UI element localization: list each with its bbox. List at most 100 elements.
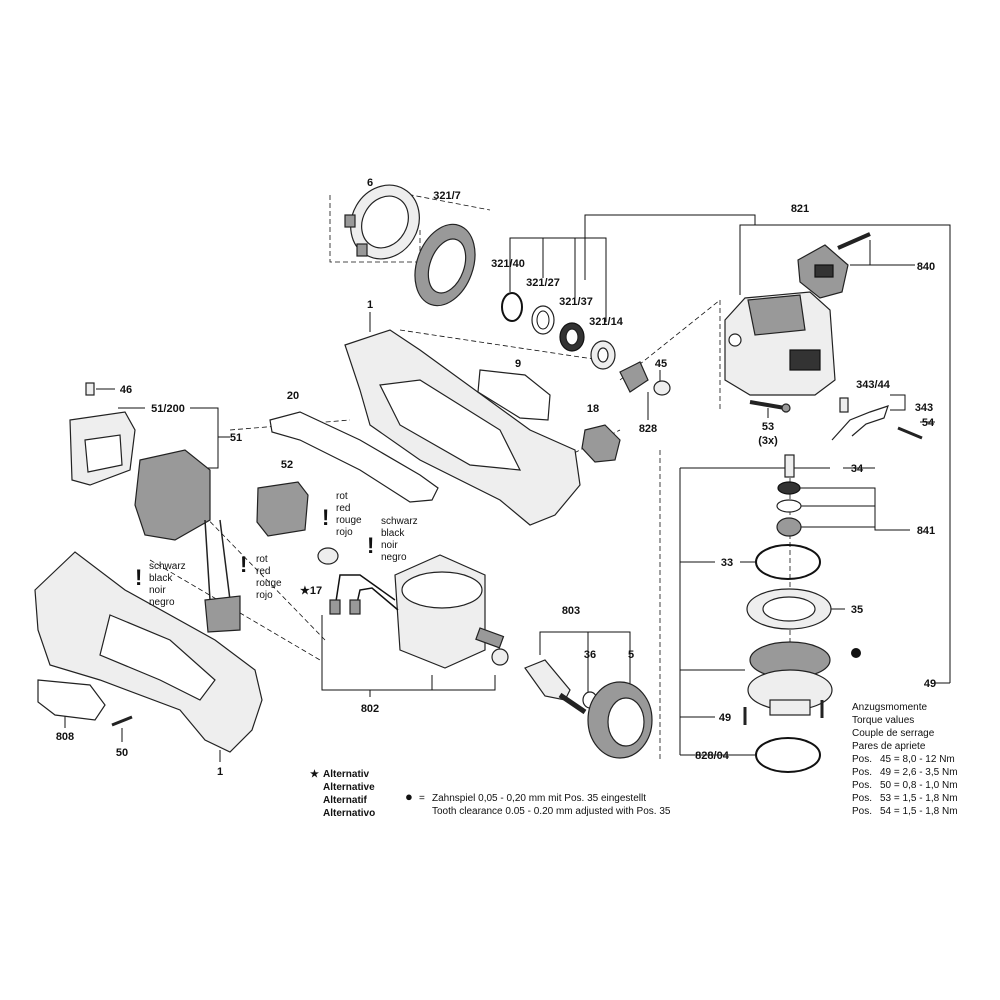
warning-exclamation-icon: !: [322, 505, 329, 530]
label-part-49-left: 49: [719, 712, 731, 724]
part-17-motor: [329, 554, 505, 669]
part-52-block: [256, 481, 309, 537]
label-part-802: 802: [361, 703, 379, 715]
part-50-screw: [111, 715, 133, 727]
part-51-switch-module: [134, 449, 241, 633]
alternative-text: Alternative: [323, 782, 375, 793]
label-part-321-27: 321/27: [526, 277, 560, 289]
torque-row-value: 49 = 2,6 - 3,5 Nm: [880, 767, 958, 778]
label-part-17: ★17: [300, 585, 322, 597]
label-part-821: 821: [791, 203, 809, 215]
label-part-35: 35: [851, 604, 863, 616]
part-45-nut: [653, 380, 671, 396]
wire-color-callout-red-1: ! rot red rouge rojo: [322, 491, 362, 538]
label-part-53-qty: (3x): [758, 435, 778, 447]
label-part-828-04: 828/04: [695, 750, 730, 762]
wire-color-text: schwarz: [149, 561, 186, 572]
part-840-lock-button: [797, 232, 871, 299]
wire-color-text: rojo: [336, 527, 353, 538]
wire-color-text: black: [381, 528, 405, 539]
label-part-808: 808: [56, 731, 74, 743]
label-part-34: 34: [851, 463, 864, 475]
part-1-housing-bottom: [34, 551, 263, 753]
part-53-screw: [749, 400, 791, 413]
torque-row-value: 53 = 1,5 - 1,8 Nm: [880, 793, 958, 804]
label-part-840: 840: [917, 261, 935, 273]
part-6-flange: [344, 184, 420, 260]
star-icon: ★: [310, 769, 319, 780]
wire-color-text: noir: [381, 540, 398, 551]
part-321-37-bearing: [559, 322, 585, 352]
part-46-spring: [85, 382, 95, 396]
label-part-9: 9: [515, 358, 521, 370]
part-51-200-battery-holder: [69, 411, 136, 486]
tooth-note-line-en: Tooth clearance 0.05 - 0.20 mm adjusted …: [432, 806, 671, 817]
part-bushing: [317, 547, 339, 565]
torque-values-table: Anzugsmomente Torque values Couple de se…: [852, 702, 958, 817]
torque-heading: Anzugsmomente: [852, 702, 927, 713]
wire-color-text: rot: [336, 491, 348, 502]
part-coupling: [491, 648, 509, 666]
label-part-828: 828: [639, 423, 657, 435]
label-part-45: 45: [655, 358, 667, 370]
label-part-46: 46: [120, 384, 132, 396]
torque-row-prefix: Pos.: [852, 767, 872, 778]
torque-heading: Torque values: [852, 715, 914, 726]
label-part-1-bottom: 1: [217, 766, 223, 778]
label-part-53: 53: [762, 421, 774, 433]
label-part-343-44: 343/44: [856, 379, 891, 391]
warning-exclamation-icon: !: [240, 552, 247, 577]
torque-row-prefix: Pos.: [852, 806, 872, 817]
leader-lines: [64, 214, 951, 762]
label-part-321-40: 321/40: [491, 258, 525, 270]
part-828-04-o-ring: [755, 737, 821, 773]
wire-color-text: rouge: [256, 578, 282, 589]
torque-row-prefix: Pos.: [852, 754, 872, 765]
wire-color-text: rouge: [336, 515, 362, 526]
part-54-screw: [897, 426, 923, 440]
label-part-49-right: 49: [924, 678, 936, 690]
warning-exclamation-icon: !: [135, 565, 142, 590]
part-321-7-fan-ring: [414, 223, 476, 307]
alternative-text: Alternatif: [323, 795, 368, 806]
part-35-flange: [746, 588, 832, 630]
alternative-legend: ★ Alternativ Alternative Alternatif Alte…: [310, 769, 375, 819]
tooth-note-line-de: Zahnspiel 0,05 - 0,20 mm mit Pos. 35 ein…: [432, 793, 646, 804]
label-part-18: 18: [587, 403, 599, 415]
wire-color-text: red: [336, 503, 350, 514]
wire-color-text: rojo: [256, 590, 273, 601]
label-part-36: 36: [584, 649, 596, 661]
wire-color-text: schwarz: [381, 516, 418, 527]
part-343-lever: [831, 405, 889, 441]
part-spindle-gear-assembly: [747, 641, 861, 716]
part-321-14-bearing: [590, 340, 616, 370]
wire-color-text: negro: [381, 552, 407, 563]
label-part-321-7: 321/7: [433, 190, 461, 202]
torque-row-value: 50 = 0,8 - 1,0 Nm: [880, 780, 958, 791]
wire-color-callout-black-1: ! schwarz black noir negro: [367, 516, 418, 563]
wire-color-text: red: [256, 566, 270, 577]
label-part-6: 6: [367, 177, 373, 189]
torque-heading: Pares de apriete: [852, 741, 926, 752]
part-828-pinion: [619, 361, 649, 393]
torque-heading: Couple de serrage: [852, 728, 935, 739]
part-321-40-circlip: [501, 292, 523, 322]
part-808-plate: [37, 679, 106, 721]
wire-color-text: rot: [256, 554, 268, 565]
label-part-51-200: 51/200: [151, 403, 185, 415]
label-part-343: 343: [915, 402, 933, 414]
torque-row-prefix: Pos.: [852, 793, 872, 804]
label-part-321-37: 321/37: [559, 296, 593, 308]
part-34-pin: [784, 454, 795, 478]
part-18-slider: [581, 424, 621, 463]
warning-exclamation-icon: !: [367, 533, 374, 558]
torque-row-value: 54 = 1,5 - 1,8 Nm: [880, 806, 958, 817]
label-part-54: 54: [922, 417, 935, 429]
wire-color-text: noir: [149, 585, 166, 596]
bullet-icon: ●: [405, 789, 413, 804]
part-33-o-ring: [755, 544, 821, 580]
tooth-note-equals: =: [419, 793, 425, 804]
label-part-841: 841: [917, 525, 935, 537]
label-part-52: 52: [281, 459, 293, 471]
part-343-44-spring: [839, 397, 849, 413]
